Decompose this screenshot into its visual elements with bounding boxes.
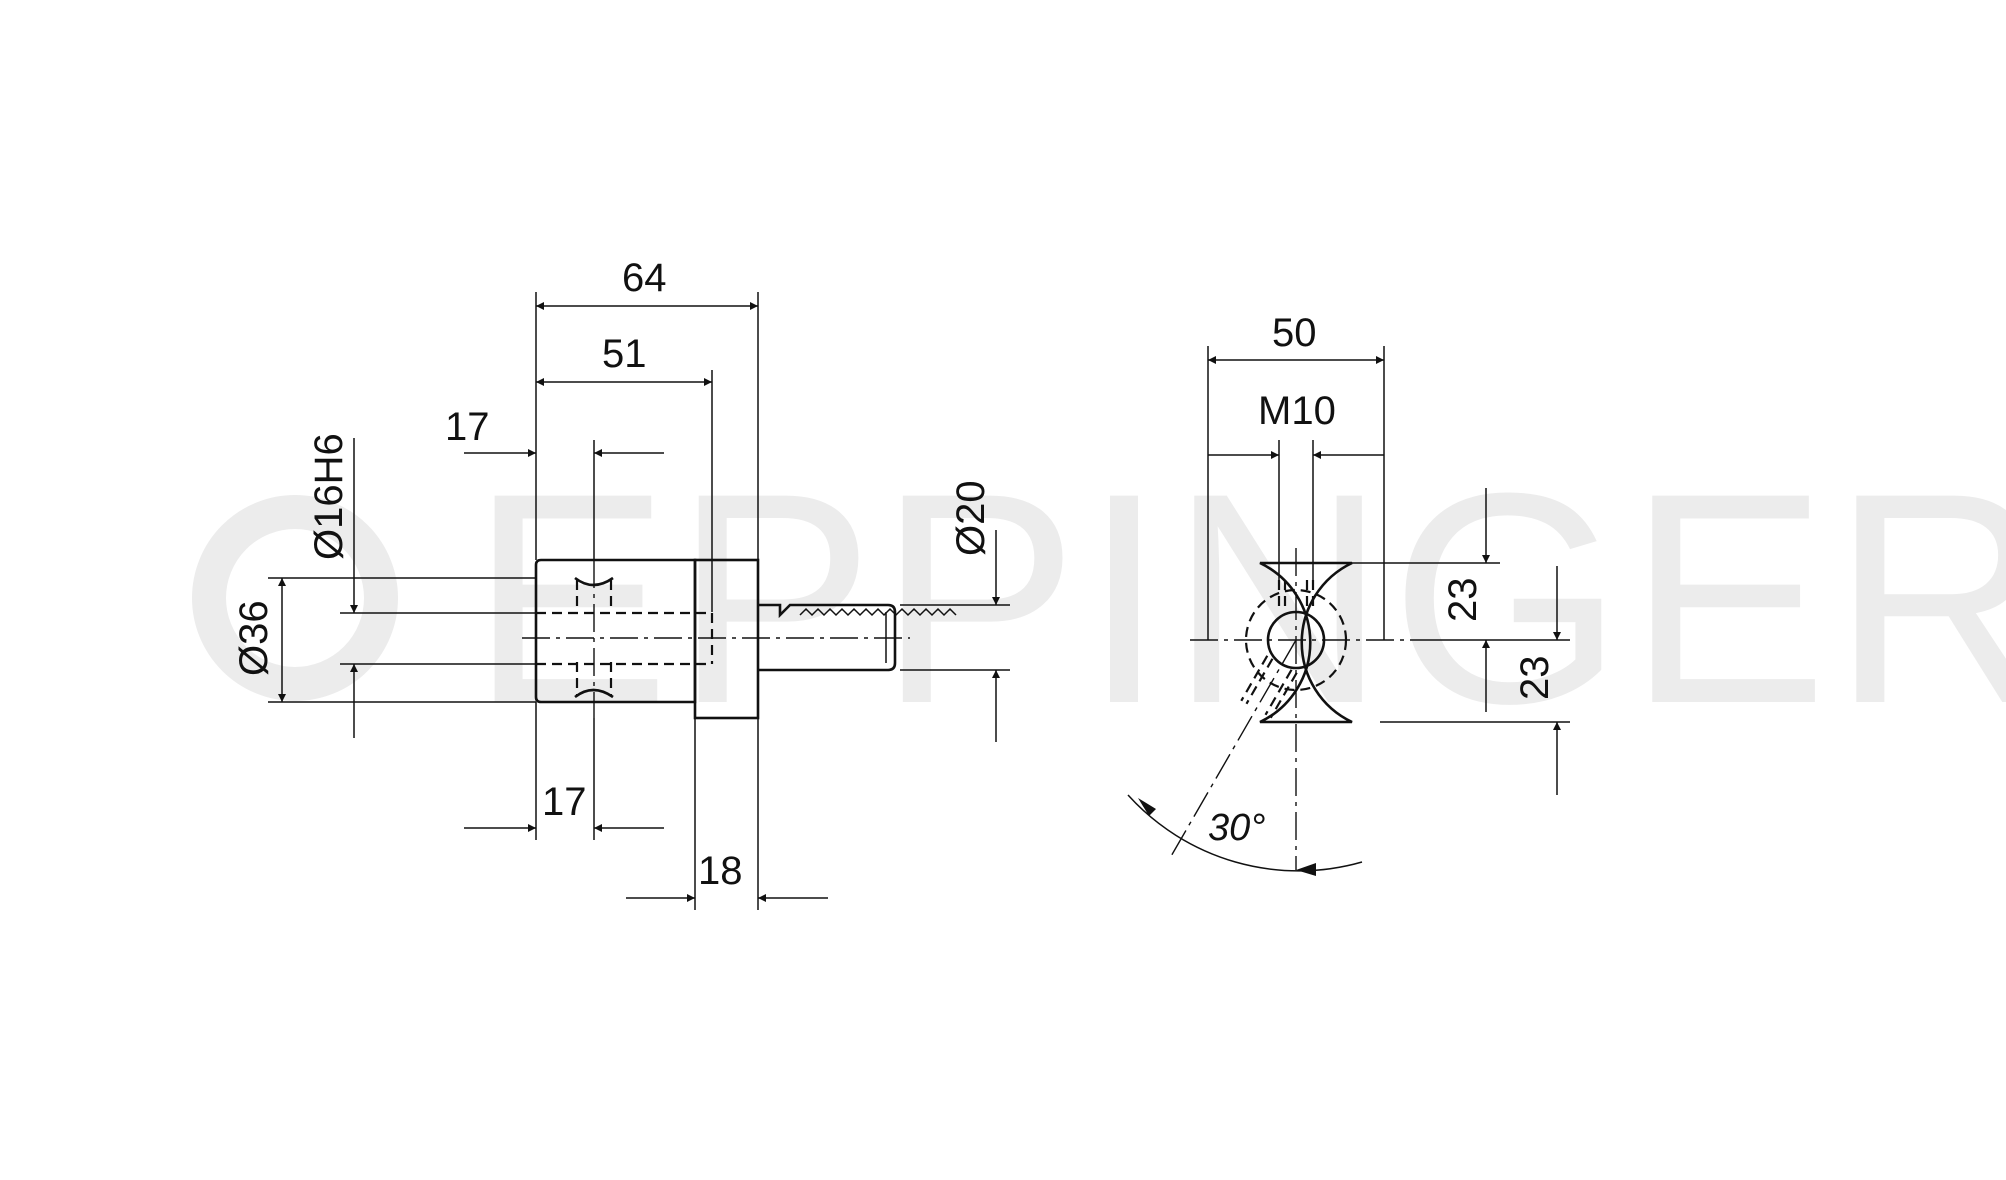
dim-thread-diameter: Ø20	[949, 480, 993, 556]
dim-flange-width: 18	[698, 849, 743, 893]
side-dimensions: 64 51 17 17 18 Ø36 Ø16H6	[232, 256, 1010, 910]
front-outline	[1259, 561, 1353, 724]
dim-bore: Ø16H6	[307, 433, 351, 560]
watermark: EPPINGER	[192, 430, 2006, 766]
front-dimensions: 50 M10 23 23 30°	[1127, 311, 1570, 876]
dim-groove-top: 17	[445, 405, 490, 449]
dim-thread-size: M10	[1258, 389, 1336, 433]
dim-front-width: 50	[1272, 311, 1317, 355]
dim-upper-offset: 23	[1441, 578, 1485, 623]
side-view	[522, 558, 957, 720]
side-thread	[799, 607, 957, 617]
front-view	[1169, 548, 1420, 870]
dim-length-to-flange: 51	[602, 332, 647, 376]
dim-groove-bottom: 17	[542, 780, 587, 824]
side-flange-outline	[693, 558, 760, 720]
watermark-logo-icon	[192, 495, 398, 701]
dim-angle: 30°	[1208, 807, 1265, 849]
dim-body-diameter: Ø36	[232, 600, 276, 676]
watermark-text: EPPINGER	[470, 430, 2006, 766]
dim-lower-offset: 23	[1513, 656, 1557, 701]
dim-overall-length: 64	[622, 256, 667, 300]
side-shaft-outline	[758, 603, 897, 672]
